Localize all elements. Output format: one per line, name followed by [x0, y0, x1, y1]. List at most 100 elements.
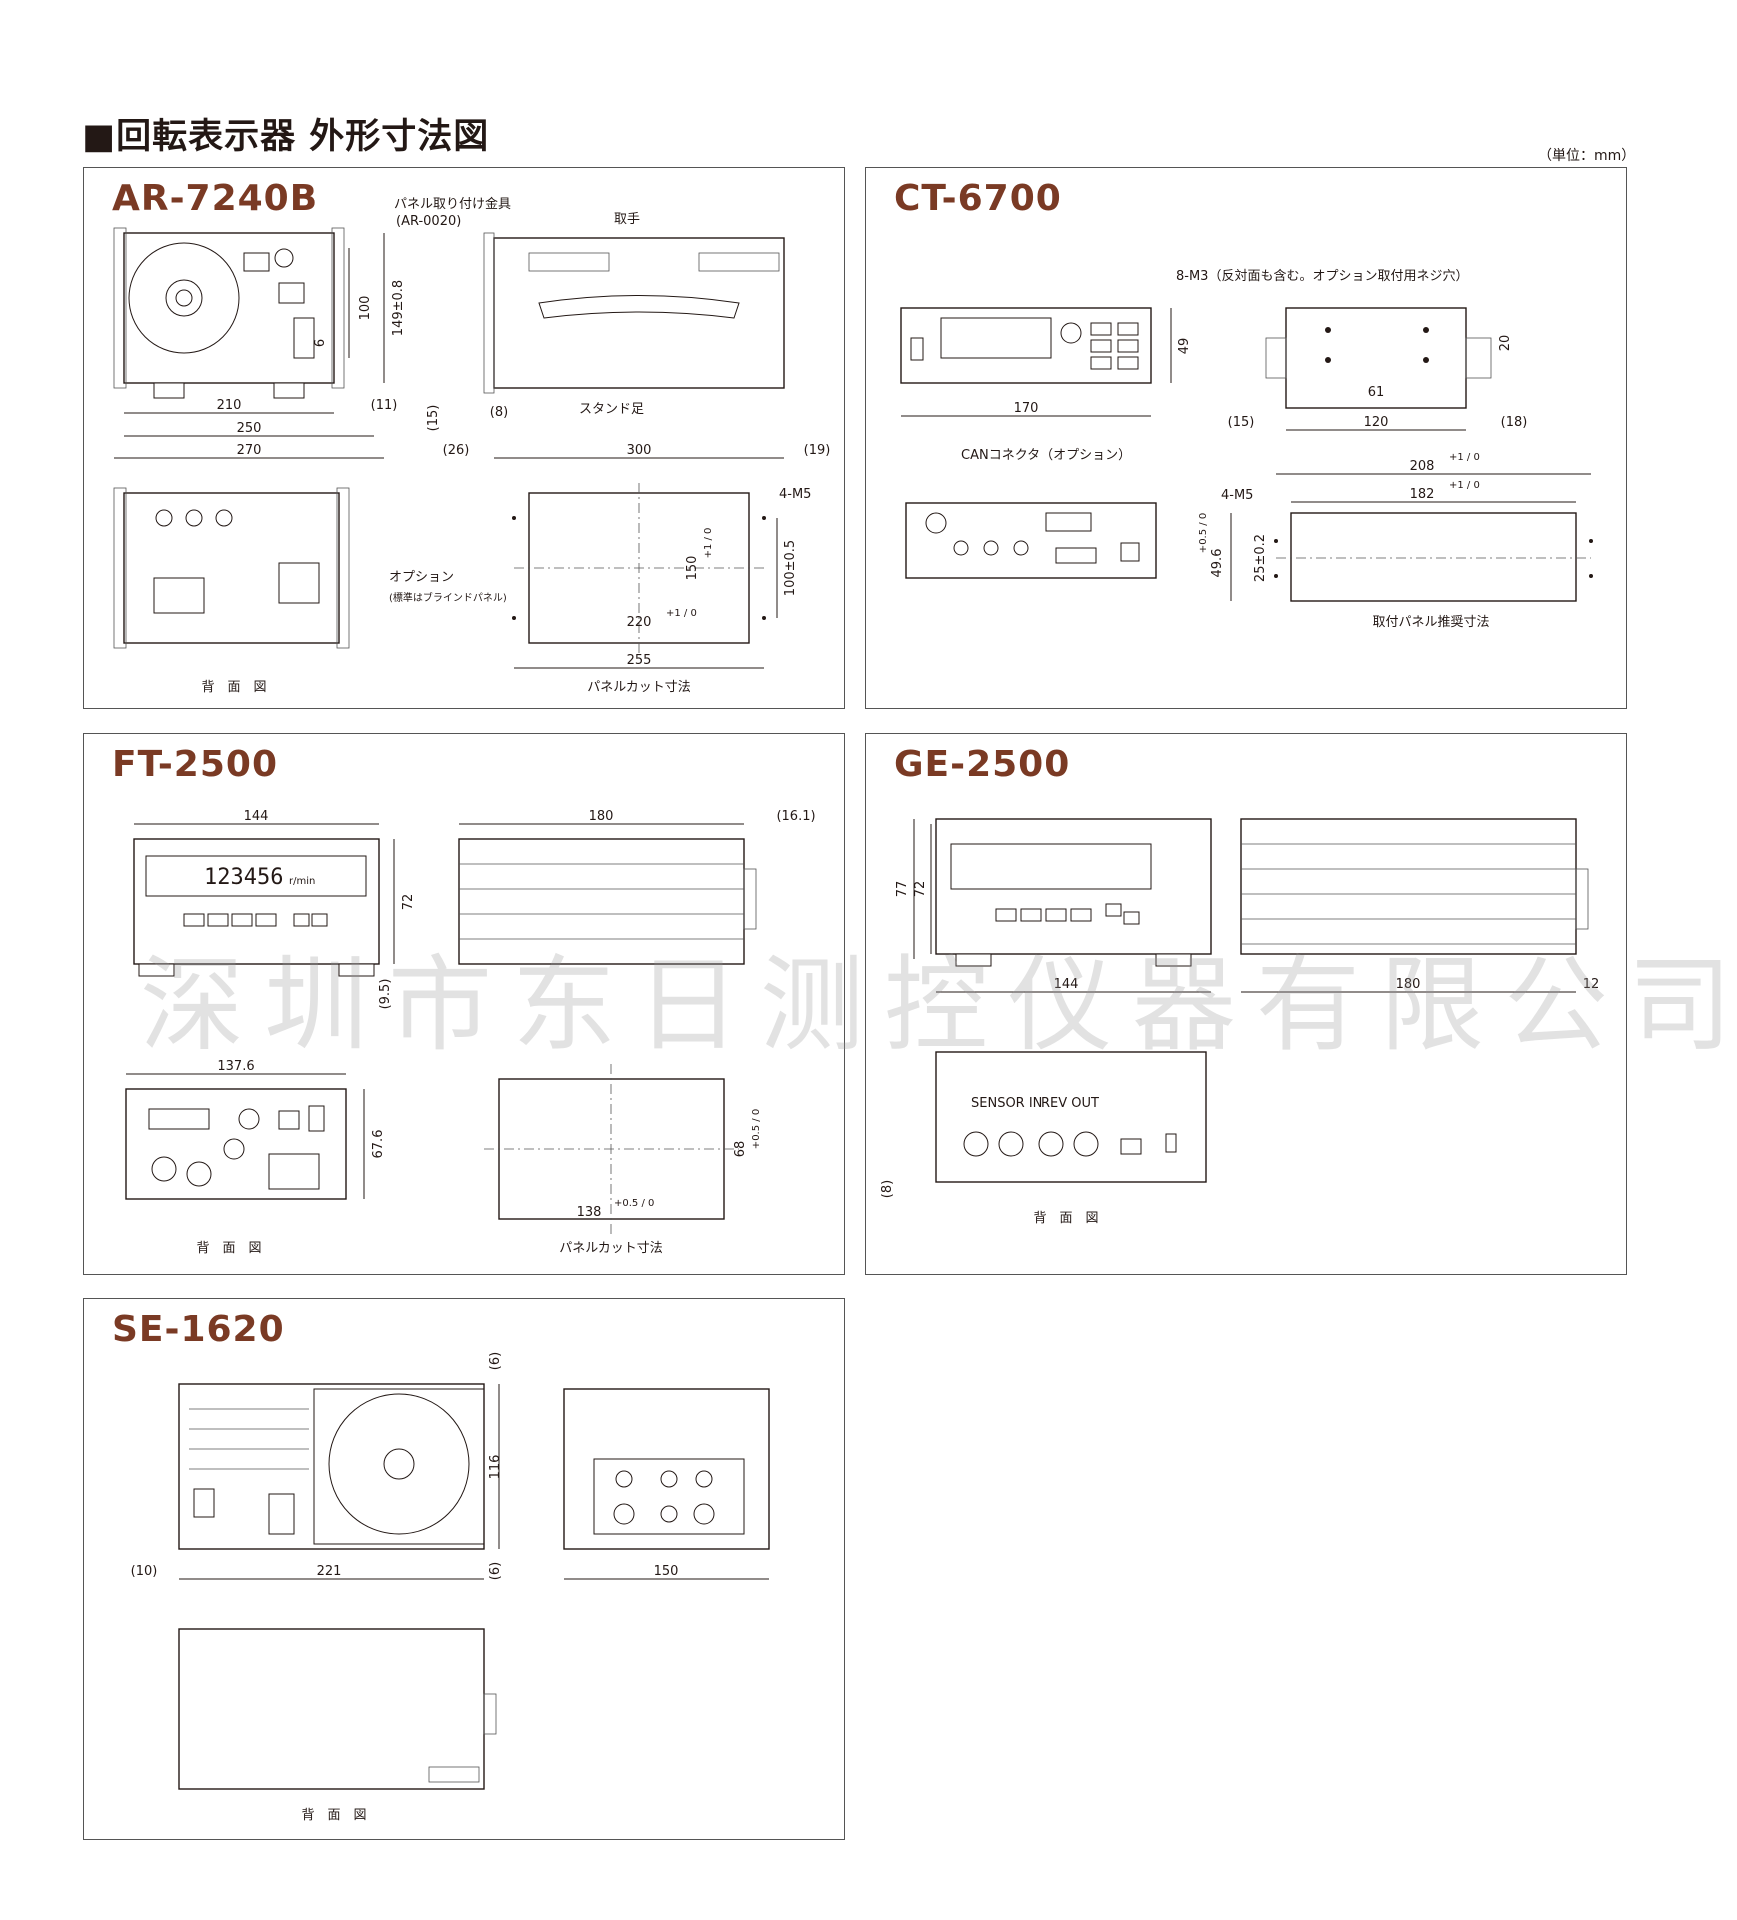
label-rear-view: 背 面 図	[301, 1808, 366, 1823]
panel-ft2500: FT-2500 123456 r/min 144 72 (9.5) 180 (1…	[83, 733, 845, 1275]
panel-ct6700: CT-6700 170 49 8-M3（反対面も含む。オプション取付用ネジ穴） …	[865, 167, 1627, 709]
label-holes: 4-M5	[1221, 488, 1253, 503]
dim-144: 144	[244, 809, 269, 824]
label-option-note: (標準はブラインドパネル)	[389, 591, 507, 604]
dim-25: 25±0.2	[1253, 534, 1268, 582]
dim-221: 221	[317, 1564, 342, 1579]
ge-display	[950, 843, 1152, 890]
ge-rear-body	[935, 1051, 1207, 1183]
dim-77: 77	[895, 881, 910, 898]
ar7240b-drawing: 210 (11) 250 270 100 149±0.8 6 (15) パネル取…	[113, 196, 831, 695]
dim-72: 72	[401, 894, 416, 911]
label-bracket: パネル取り付け金具	[394, 196, 511, 212]
dim-49: 49	[1177, 338, 1192, 355]
dim-150-tol: +1 / 0	[703, 528, 714, 559]
label-handle: 取手	[614, 212, 640, 227]
ft-side-body	[458, 838, 745, 965]
ct-top-body	[1285, 307, 1467, 409]
dim-170: 170	[1014, 401, 1039, 416]
dim-150: 150	[685, 556, 700, 581]
dim-72: 72	[913, 881, 928, 898]
label-holes-note: 8-M3（反対面も含む。オプション取付用ネジ穴）	[1176, 268, 1468, 284]
panel-title: FT-2500	[112, 744, 278, 785]
ct-rear-body	[905, 502, 1157, 579]
dim-182-tol: +1 / 0	[1449, 480, 1480, 491]
dim-15: (15)	[426, 405, 441, 432]
dim-11: (11)	[371, 398, 398, 413]
label-rev-out: REV OUT	[1041, 1096, 1099, 1111]
dim-220-tol: +1 / 0	[666, 608, 697, 619]
ft-display-unit: r/min	[289, 876, 315, 887]
dim-138-tol: +0.5 / 0	[614, 1198, 654, 1209]
unit-note: （単位：mm）	[1538, 148, 1636, 164]
label-panel-cut: パネルカット寸法	[587, 680, 691, 695]
dim-8: (8)	[490, 405, 508, 420]
ft-display-value: 123456	[204, 865, 283, 890]
ge-side-body	[1240, 818, 1577, 955]
dim-150: 150	[654, 1564, 679, 1579]
label-stand: スタンド足	[579, 402, 644, 417]
dim-6: 6	[313, 339, 328, 347]
dim-138: 138	[577, 1205, 602, 1220]
dim-182: 182	[1410, 487, 1435, 502]
dim-61: 61	[1368, 385, 1385, 400]
ct6700-drawing: 170 49 8-M3（反対面も含む。オプション取付用ネジ穴） 61 20 (1…	[900, 268, 1593, 630]
dim-12: 12	[1583, 977, 1600, 992]
ct-panel-cut	[1290, 512, 1577, 602]
dim-210: 210	[217, 398, 242, 413]
dim-100: 100	[358, 296, 373, 321]
label-panel-cut: パネルカット寸法	[559, 1241, 663, 1256]
page-title: ■回転表示器 外形寸法図	[82, 117, 490, 157]
panel-ar7240b: AR-7240B 210 (11) 250 270 100 149±0.8 6 …	[83, 167, 845, 709]
dim-19: (19)	[804, 443, 831, 458]
ft2500-drawing: 123456 r/min 144 72 (9.5) 180 (16.1)	[125, 809, 816, 1256]
dim-208: 208	[1410, 459, 1435, 474]
dim-49-6: 49.6	[1210, 549, 1225, 578]
label-rear-view: 背 面 図	[1033, 1211, 1098, 1226]
dim-10: (10)	[131, 1564, 158, 1579]
label-sensor-in: SENSOR IN	[971, 1096, 1042, 1111]
dim-6-top: (6)	[488, 1352, 503, 1370]
dim-137-6: 137.6	[217, 1059, 254, 1074]
panel-ge2500: GE-2500 77 72 144 180 12 SENSOR IN REV O…	[865, 733, 1627, 1275]
panel-title: SE-1620	[112, 1309, 285, 1350]
ar-side-body	[493, 237, 785, 389]
dim-49-6-tol: +0.5 / 0	[1198, 513, 1209, 553]
dim-270: 270	[237, 443, 262, 458]
se-top-body	[178, 1628, 485, 1790]
dim-220: 220	[627, 615, 652, 630]
dim-16-1: (16.1)	[776, 809, 815, 824]
dim-208-tol: +1 / 0	[1449, 452, 1480, 463]
ar-handle	[538, 295, 740, 319]
dim-116: 116	[488, 1455, 503, 1480]
dim-120: 120	[1364, 415, 1389, 430]
panel-title: CT-6700	[894, 178, 1062, 219]
label-bracket-code: (AR-0020)	[396, 214, 461, 229]
dim-149: 149±0.8	[391, 280, 406, 336]
dim-18: (18)	[1501, 415, 1528, 430]
dim-180: 180	[1396, 977, 1421, 992]
dim-68: 68	[733, 1141, 748, 1158]
label-panel-cut: 取付パネル推奨寸法	[1372, 615, 1489, 630]
label-holes: 4-M5	[779, 487, 811, 502]
dim-250: 250	[237, 421, 262, 436]
label-can: CANコネクタ（オプション）	[961, 448, 1131, 463]
dim-15: (15)	[1228, 415, 1255, 430]
panel-title: AR-7240B	[112, 178, 319, 219]
ge2500-drawing: 77 72 144 180 12 SENSOR IN REV OUT (8) 背…	[880, 818, 1600, 1226]
dim-26: (26)	[443, 443, 470, 458]
se1620-drawing: (6) 116 (6) (10) 221 150 背 面 図	[131, 1352, 770, 1823]
ft-display	[145, 855, 367, 897]
dim-100-tol: 100±0.5	[783, 540, 798, 596]
label-rear-view: 背 面 図	[196, 1241, 261, 1256]
label-rear-view: 背 面 図	[201, 680, 266, 695]
dim-68-tol: +0.5 / 0	[751, 1109, 762, 1149]
label-option: オプション	[389, 570, 454, 585]
dim-6-bottom: (6)	[488, 1562, 503, 1580]
dim-300: 300	[627, 443, 652, 458]
dim-9-5: (9.5)	[378, 979, 393, 1010]
dim-8: (8)	[880, 1180, 895, 1198]
panel-title: GE-2500	[894, 744, 1071, 785]
dim-255: 255	[627, 653, 652, 668]
dim-20: 20	[1498, 335, 1513, 352]
